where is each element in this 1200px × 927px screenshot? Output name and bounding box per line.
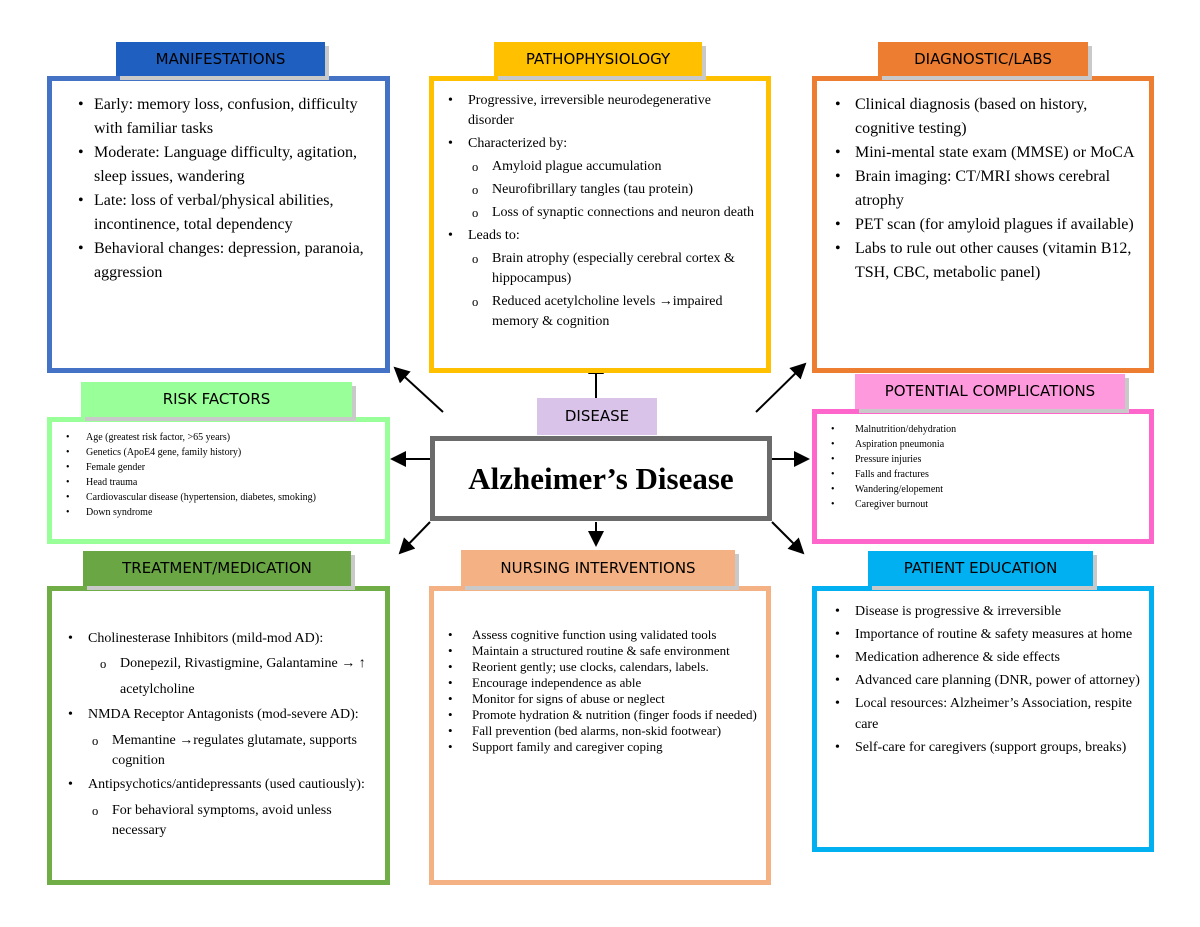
list-item: Late: loss of verbal/physical abilities,… [64,189,377,237]
list-item: Cardiovascular disease (hypertension, di… [52,490,379,505]
list-item: Reduced acetylcholine levels →impaired m… [434,292,758,332]
list-item: Maintain a structured routine & safe env… [434,643,760,659]
arrow-to-treatment [398,521,431,555]
education-list: Disease is progressive & irreversible Im… [821,601,1143,758]
complications-box: Malnutrition/dehydration Aspiration pneu… [812,409,1154,544]
list-item: Genetics (ApoE4 gene, family history) [52,445,379,460]
diagnostic-header: DIAGNOSTIC/LABS [878,42,1088,76]
list-item: Female gender [52,460,379,475]
list-item: Antipsychotics/antidepressants (used cau… [54,775,379,795]
list-item: NMDA Receptor Antagonists (mod-severe AD… [54,705,379,725]
list-item: Self-care for caregivers (support groups… [821,737,1143,758]
list-item: Medication adherence & side effects [821,647,1143,668]
pathophysiology-box: Progressive, irreversible neurodegenerat… [429,76,771,373]
list-item: Moderate: Language difficulty, agitation… [64,141,377,189]
complications-header: POTENTIAL COMPLICATIONS [855,374,1125,409]
list-item: Disease is progressive & irreversible [821,601,1143,622]
treatment-header: TREATMENT/MEDICATION [83,551,351,586]
list-item: Monitor for signs of abuse or neglect [434,691,760,707]
risk-header: RISK FACTORS [81,382,352,417]
treatment-box: Cholinesterase Inhibitors (mild-mod AD):… [47,586,390,885]
treatment-list: Cholinesterase Inhibitors (mild-mod AD):… [54,629,379,841]
list-item: Reorient gently; use clocks, calendars, … [434,659,760,675]
list-item: Progressive, irreversible neurodegenerat… [434,91,758,131]
list-item: Behavioral changes: depression, paranoia… [64,237,377,285]
list-item: Local resources: Alzheimer’s Association… [821,693,1143,735]
arrow-to-education [771,521,805,555]
manifestations-list: Early: memory loss, confusion, difficult… [64,93,377,285]
list-item: PET scan (for amyloid plagues if availab… [821,213,1143,237]
list-item: Malnutrition/dehydration [817,422,1143,437]
center-title: Alzheimer’s Disease [430,436,772,521]
list-item: Characterized by: [434,134,758,154]
list-item: Advanced care planning (DNR, power of at… [821,670,1143,691]
list-item: Falls and fractures [817,467,1143,482]
list-item: Pressure injuries [817,452,1143,467]
list-item: Clinical diagnosis (based on history, co… [821,93,1143,141]
list-item: Caregiver burnout [817,497,1143,512]
list-item: Support family and caregiver coping [434,739,760,755]
risk-list: Age (greatest risk factor, >65 years) Ge… [52,430,379,520]
nursing-box: Assess cognitive function using validate… [429,586,771,885]
list-item: Brain atrophy (especially cerebral corte… [434,249,758,289]
list-item: Aspiration pneumonia [817,437,1143,452]
list-item: Early: memory loss, confusion, difficult… [64,93,377,141]
manifestations-header: MANIFESTATIONS [116,42,325,76]
list-item: Cholinesterase Inhibitors (mild-mod AD): [54,629,379,649]
list-item: Amyloid plague accumulation [434,157,758,177]
list-item: Age (greatest risk factor, >65 years) [52,430,379,445]
list-item: Donepezil, Rivastigmine, Galantamine → ↑… [54,651,379,703]
arrow-to-manifestations [393,366,444,413]
education-box: Disease is progressive & irreversible Im… [812,586,1154,852]
education-header: PATIENT EDUCATION [868,551,1093,586]
list-item: Down syndrome [52,505,379,520]
list-item: Neurofibrillary tangles (tau protein) [434,180,758,200]
arrow-to-diagnostic [755,362,807,413]
list-item: For behavioral symptoms, avoid unless ne… [54,801,379,841]
nursing-list: Assess cognitive function using validate… [434,627,760,755]
list-item: Promote hydration & nutrition (finger fo… [434,707,760,723]
list-item: Memantine →regulates glutamate, supports… [54,731,379,771]
list-item: Fall prevention (bed alarms, non-skid fo… [434,723,760,739]
diagnostic-list: Clinical diagnosis (based on history, co… [821,93,1143,285]
complications-list: Malnutrition/dehydration Aspiration pneu… [817,422,1143,512]
list-item: Mini-mental state exam (MMSE) or MoCA [821,141,1143,165]
list-item: Loss of synaptic connections and neuron … [434,203,758,223]
disease-tag: DISEASE [537,398,657,435]
list-item: Labs to rule out other causes (vitamin B… [821,237,1143,285]
diagnostic-box: Clinical diagnosis (based on history, co… [812,76,1154,373]
list-item: Assess cognitive function using validate… [434,627,760,643]
list-item: Leads to: [434,226,758,246]
risk-box: Age (greatest risk factor, >65 years) Ge… [47,417,390,544]
pathophysiology-header: PATHOPHYSIOLOGY [494,42,702,76]
list-item: Importance of routine & safety measures … [821,624,1143,645]
pathophysiology-list: Progressive, irreversible neurodegenerat… [434,91,758,332]
list-item: Head trauma [52,475,379,490]
nursing-header: NURSING INTERVENTIONS [461,550,735,586]
list-item: Encourage independence as able [434,675,760,691]
manifestations-box: Early: memory loss, confusion, difficult… [47,76,390,373]
list-item: Brain imaging: CT/MRI shows cerebral atr… [821,165,1143,213]
list-item: Wandering/elopement [817,482,1143,497]
